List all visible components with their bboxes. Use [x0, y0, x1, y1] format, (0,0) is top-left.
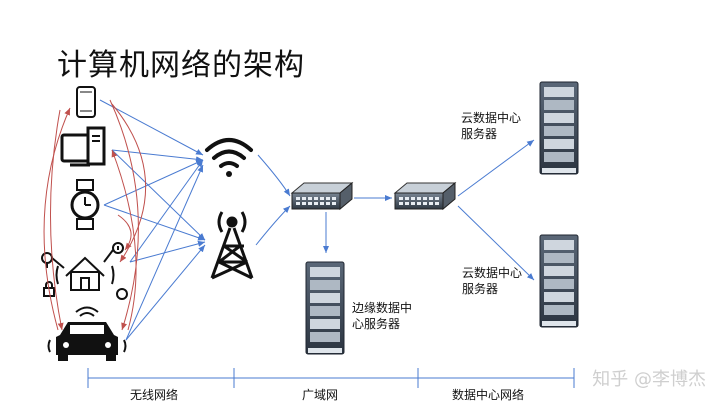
switch-icon: [394, 182, 456, 210]
smartphone-icon: [76, 86, 96, 118]
server-rack-icon: [539, 81, 579, 175]
device-to-device-arrows: [43, 99, 146, 331]
connected-car-icon: [47, 306, 127, 361]
switch-icon: [291, 182, 353, 210]
edge-server-label: 边缘数据中心服务器: [352, 301, 413, 331]
smartwatch-icon: [70, 179, 100, 230]
device-to-wireless-arrows: [99, 99, 535, 341]
cloud-server-bottom-label: 云数据中心服务器: [462, 266, 523, 296]
watermark: 知乎 @李博杰: [592, 369, 706, 390]
datacenter-network-label: 数据中心网络: [452, 388, 525, 402]
cell-tower-icon: [210, 211, 254, 280]
server-rack-icon: [539, 234, 579, 328]
wifi-icon: [205, 138, 253, 177]
wireless-network-label: 无线网络: [130, 388, 179, 402]
page-title: 计算机网络的架构: [57, 48, 305, 83]
wan-label: 广域网: [302, 388, 339, 402]
segment-axis: [87, 368, 575, 388]
desktop-computer-icon: [60, 126, 106, 167]
server-rack-icon: [305, 261, 345, 355]
cloud-server-top-label: 云数据中心服务器: [461, 111, 522, 141]
smart-home-icon: [41, 242, 128, 300]
